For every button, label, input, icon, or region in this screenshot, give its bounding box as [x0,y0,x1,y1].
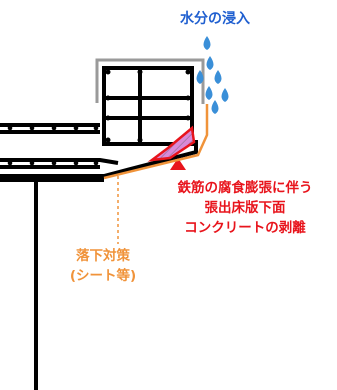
water-drop-icon [196,36,229,114]
fall-prevention-label-line-2: (シート等) [69,268,137,284]
slab-rebar [0,123,119,169]
damage-pointer [170,158,186,170]
spalling-label-line-1: 鉄筋の腐食膨張に伴う [177,180,313,196]
fall-prevention-label-line-1: 落下対策 [76,248,130,264]
parapet-rebar [102,66,194,146]
spalling-label-line-3: コンクリートの剥離 [184,220,306,236]
spalling-label: 鉄筋の腐食膨張に伴う 張出床版下面 コンクリートの剥離 [150,178,337,238]
girder [0,178,104,390]
slab-rebar-dots [7,125,99,166]
fall-prevention-label: 落下対策 (シート等) [58,246,148,286]
parapet-rebar-dots [105,69,191,143]
slab-outline [0,140,198,178]
fall-prevention-sheet [103,104,209,180]
water-ingress-label: 水分の浸入 [180,11,250,27]
railing-outline [95,58,205,104]
spalling-outline [147,125,196,162]
spalling-label-line-2: 張出床版下面 [204,200,286,216]
